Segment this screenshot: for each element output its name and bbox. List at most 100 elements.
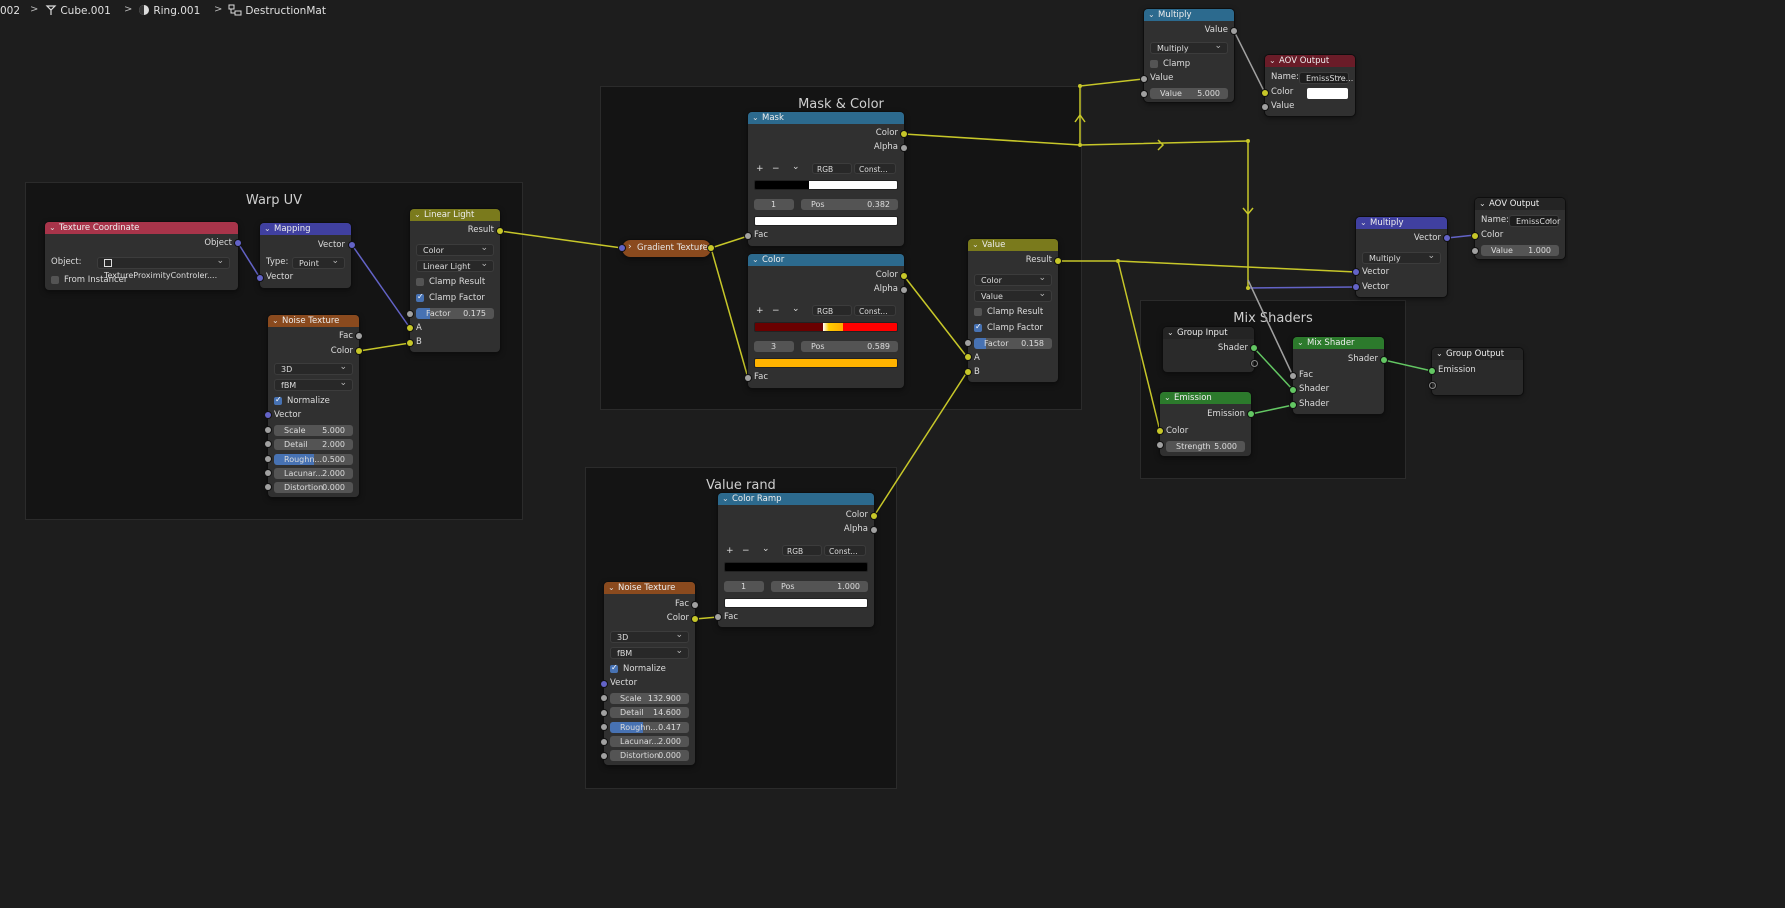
dimensions-dropdown[interactable]: 3D — [274, 361, 353, 375]
interpolation-dropdown[interactable]: Const... — [854, 305, 896, 316]
checkbox-clamp[interactable]: Clamp — [1150, 58, 1190, 70]
socket-shader-out[interactable] — [1251, 345, 1257, 351]
socket-fac-in[interactable] — [1290, 373, 1296, 379]
socket-vector-in[interactable] — [601, 681, 607, 687]
socket-roughness-in[interactable] — [265, 456, 271, 462]
color-ramp-bar[interactable] — [754, 322, 898, 332]
socket-distortion-in[interactable] — [265, 484, 271, 490]
node-aov-output[interactable]: ⌄AOV Output Name: EmissColor Color Value… — [1475, 198, 1565, 259]
socket-lacunarity-in[interactable] — [601, 739, 607, 745]
aov-name-input[interactable]: EmissStre... — [1299, 70, 1353, 84]
color-mode-dropdown[interactable]: RGB — [782, 545, 822, 556]
aov-name-input[interactable]: EmissColor — [1509, 213, 1560, 227]
field-lacunarity[interactable]: Lacunar...2.000 — [274, 468, 353, 479]
remove-stop-icon[interactable]: − — [742, 546, 750, 556]
stop-color-swatch[interactable] — [754, 216, 898, 226]
blend-mode-dropdown[interactable]: Linear Light — [416, 258, 494, 272]
socket-color-in[interactable] — [1262, 90, 1268, 96]
add-stop-icon[interactable]: + — [726, 546, 734, 556]
operation-dropdown[interactable]: Multiply — [1362, 250, 1441, 264]
socket-vector-out[interactable] — [349, 242, 355, 248]
socket-result-out[interactable] — [497, 228, 503, 234]
socket-strength-in[interactable] — [1157, 442, 1163, 448]
socket-value-out[interactable] — [1231, 28, 1237, 34]
node-noise-texture[interactable]: ⌄Noise Texture Fac Color 3D fBM Normaliz… — [604, 582, 695, 765]
socket-b-in[interactable] — [965, 369, 971, 375]
checkbox-from-instancer[interactable]: From Instancer — [51, 274, 127, 286]
node-gradient-texture[interactable]: › Gradient Texture ⁞⁞ — [622, 240, 711, 257]
node-value-mix[interactable]: ⌄Value Result Color Value Clamp Result C… — [968, 239, 1058, 382]
add-stop-icon[interactable]: + — [756, 164, 764, 174]
socket-color-out[interactable] — [871, 513, 877, 519]
socket-distortion-in[interactable] — [601, 753, 607, 759]
type-dropdown[interactable]: fBM — [274, 377, 353, 391]
type-dropdown[interactable]: Point — [292, 255, 345, 269]
socket-shader-out[interactable] — [1381, 357, 1387, 363]
node-multiply-math[interactable]: ⌄Multiply Value Multiply Clamp Value Val… — [1144, 9, 1234, 102]
color-mode-dropdown[interactable]: RGB — [812, 163, 852, 174]
socket-color-in[interactable] — [1472, 233, 1478, 239]
socket-vector-in[interactable] — [265, 412, 271, 418]
socket-roughness-in[interactable] — [601, 724, 607, 730]
checkbox-clamp-result[interactable]: Clamp Result — [974, 306, 1043, 318]
socket-fac-in[interactable] — [715, 614, 721, 620]
stop-color-swatch[interactable] — [754, 358, 898, 368]
node-editor[interactable]: 002 > Cube.001 > Ring.001 > DestructionM… — [0, 0, 1568, 798]
type-dropdown[interactable]: fBM — [610, 645, 689, 659]
color-ramp-bar[interactable] — [724, 562, 868, 572]
field-stop-index[interactable]: 1 — [754, 199, 794, 210]
object-field[interactable]: TextureProximityControler.... — [97, 255, 230, 280]
socket-vector-in[interactable] — [257, 275, 263, 281]
color-swatch[interactable] — [1307, 88, 1348, 99]
field-roughness[interactable]: Roughn...0.417 — [610, 722, 689, 733]
interpolation-dropdown[interactable]: Const... — [854, 163, 896, 174]
node-mix-shader[interactable]: ⌄Mix Shader Shader Fac Shader Shader — [1293, 337, 1384, 414]
socket-vector-out[interactable] — [1444, 235, 1450, 241]
socket-color-out[interactable] — [356, 348, 362, 354]
chevron-down-icon[interactable]: ⌄ — [792, 162, 800, 172]
color-mode-dropdown[interactable]: RGB — [812, 305, 852, 316]
socket-vector-in[interactable] — [1353, 269, 1359, 275]
node-noise-texture[interactable]: ⌄Noise Texture Fac Color 3D fBM Normaliz… — [268, 315, 359, 497]
socket-value-in[interactable] — [1141, 91, 1147, 97]
remove-stop-icon[interactable]: − — [772, 164, 780, 174]
socket-color-out[interactable] — [901, 131, 907, 137]
remove-stop-icon[interactable]: − — [772, 306, 780, 316]
socket-scale-in[interactable] — [601, 695, 607, 701]
node-linear-light[interactable]: ⌄Linear Light Result Color Linear Light … — [410, 209, 500, 352]
chevron-down-icon[interactable]: ⌄ — [762, 544, 770, 554]
socket-factor-in[interactable] — [965, 340, 971, 346]
node-mask-color-ramp[interactable]: ⌄Mask Color Alpha + − ⌄ RGB Const... 1 P… — [748, 112, 904, 246]
stop-color-swatch[interactable] — [724, 598, 868, 608]
node-color-color-ramp[interactable]: ⌄Color Color Alpha + − ⌄ RGB Const... 3 … — [748, 254, 904, 388]
socket-vector-in[interactable] — [1353, 284, 1359, 290]
breadcrumb-item-object[interactable]: Cube.001 — [45, 4, 111, 18]
socket-scale-in[interactable] — [265, 427, 271, 433]
node-multiply-vector[interactable]: ⌄Multiply Vector Multiply Vector Vector — [1356, 217, 1447, 297]
socket-fac-out[interactable] — [692, 602, 698, 608]
socket-emission-in[interactable] — [1429, 368, 1435, 374]
socket-empty-in[interactable] — [1429, 382, 1436, 389]
socket-object-out[interactable] — [235, 240, 241, 246]
socket-alpha-out[interactable] — [901, 287, 907, 293]
socket-detail-in[interactable] — [265, 441, 271, 447]
socket-emission-out[interactable] — [1248, 411, 1254, 417]
socket-factor-in[interactable] — [407, 311, 413, 317]
node-aov-output[interactable]: ⌄AOV Output Name: EmissStre... Color Val… — [1265, 55, 1355, 116]
socket-value-in[interactable] — [1472, 248, 1478, 254]
socket-a-in[interactable] — [965, 354, 971, 360]
socket-alpha-out[interactable] — [871, 527, 877, 533]
